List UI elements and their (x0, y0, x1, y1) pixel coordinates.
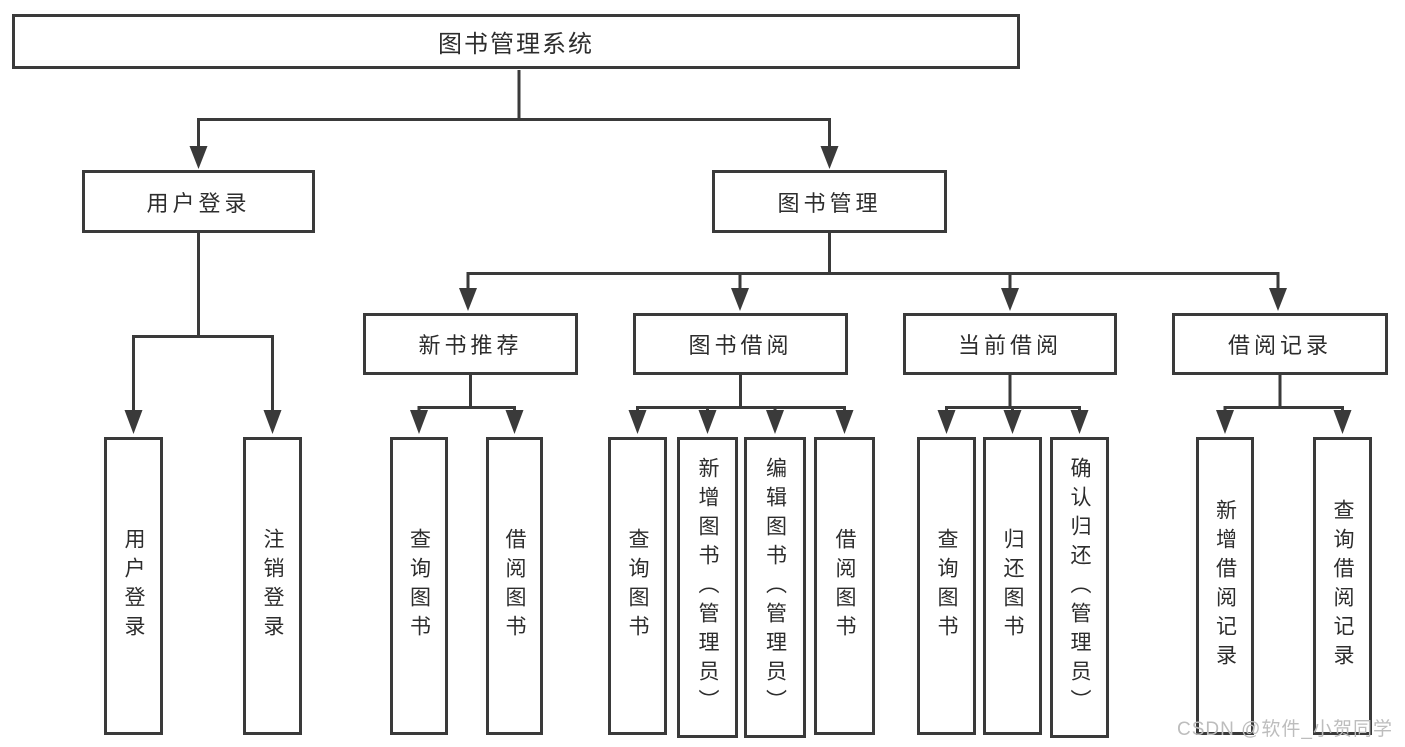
leaf-confirm-return-admin: 确认归还（管理员） (1050, 437, 1109, 738)
node-new-book-recommend: 新书推荐 (363, 313, 578, 375)
node-current-borrow: 当前借阅 (903, 313, 1117, 375)
leaf-user-login: 用户登录 (104, 437, 163, 735)
node-book-borrow: 图书借阅 (633, 313, 848, 375)
connector-user-login (132, 233, 274, 412)
connector-current-borrow (945, 375, 1081, 414)
leaf-query-borrow-record: 查询借阅记录 (1313, 437, 1372, 735)
leaf-edit-books-admin: 编辑图书（管理员） (744, 437, 806, 738)
leaf-return-books: 归还图书 (983, 437, 1042, 735)
leaf-add-borrow-record: 新增借阅记录 (1196, 437, 1254, 735)
node-user-login: 用户登录 (82, 170, 315, 233)
leaf-query-books-recommend: 查询图书 (390, 437, 448, 735)
connector-borrow-records (1223, 375, 1344, 414)
node-borrow-records: 借阅记录 (1172, 313, 1388, 375)
leaf-query-books-current: 查询图书 (917, 437, 976, 735)
leaf-borrow-books-recommend: 借阅图书 (486, 437, 543, 735)
leaf-logout-login: 注销登录 (243, 437, 302, 735)
leaf-add-books-admin: 新增图书（管理员） (677, 437, 738, 738)
connector-root (197, 70, 831, 148)
node-book-management: 图书管理 (712, 170, 947, 233)
node-library-management-system: 图书管理系统 (12, 14, 1020, 69)
connector-new-book (417, 375, 516, 414)
csdn-watermark: CSDN @软件_小贺同学 (1177, 719, 1393, 740)
connector-book-borrow (636, 375, 846, 414)
leaf-borrow-books: 借阅图书 (814, 437, 875, 735)
leaf-query-books-borrow: 查询图书 (608, 437, 667, 735)
connector-book-management (466, 233, 1280, 290)
